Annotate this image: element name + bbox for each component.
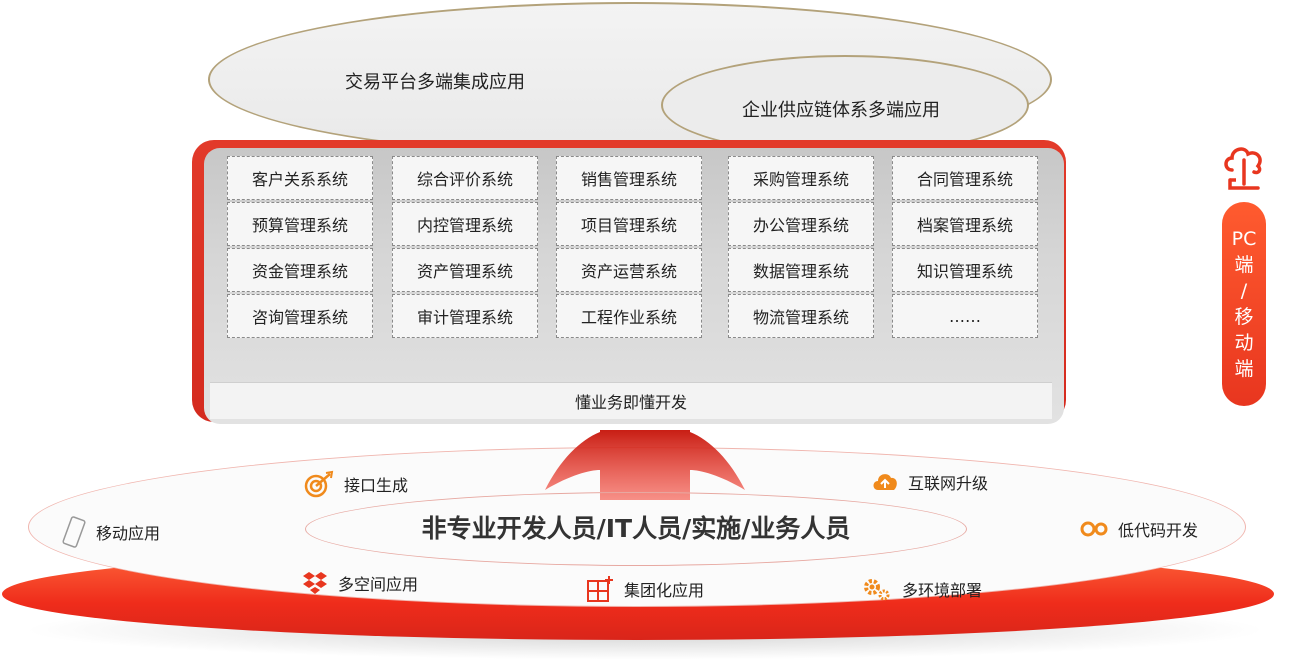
cogs-icon	[864, 579, 890, 601]
inner-app-ellipse	[661, 55, 1029, 155]
feature-group-label: 集团化应用	[624, 581, 705, 600]
feature-mobile-label: 移动应用	[96, 524, 161, 543]
phone-icon	[62, 516, 86, 548]
gears-icon	[1080, 521, 1108, 537]
pill-char: 端	[1234, 358, 1254, 380]
system-cell: 合同管理系统	[892, 156, 1038, 200]
feature-mobile: 移动应用	[62, 516, 160, 548]
feature-internet: 互联网升级	[872, 470, 988, 494]
pill-char: 移	[1234, 306, 1254, 328]
pc-mobile-pill: PC 端 / 移 动 端	[1222, 202, 1266, 406]
system-cell: ……	[892, 294, 1038, 338]
feature-group: 集团化应用	[586, 575, 704, 603]
dropbox-icon	[303, 572, 327, 594]
feature-interface: 接口生成	[302, 470, 408, 498]
center-ellipse	[305, 492, 967, 566]
feature-multienv-label: 多环境部署	[902, 581, 983, 600]
system-cell: 客户关系系统	[227, 156, 373, 200]
cloud-upload-icon	[873, 474, 897, 490]
system-cell: 销售管理系统	[556, 156, 702, 200]
pill-char: 端	[1234, 254, 1254, 276]
pill-char: /	[1240, 280, 1248, 302]
system-cell: 档案管理系统	[892, 202, 1038, 246]
system-column-5: 合同管理系统 档案管理系统 知识管理系统 ……	[892, 156, 1040, 340]
cloud-network-icon	[1224, 147, 1262, 190]
target-icon	[304, 470, 334, 498]
feature-internet-label: 互联网升级	[908, 474, 989, 493]
system-cell: 综合评价系统	[392, 156, 538, 200]
system-column-1: 客户关系系统 预算管理系统 资金管理系统 咨询管理系统	[227, 156, 375, 340]
system-cell: 审计管理系统	[392, 294, 538, 338]
feature-lowcode-label: 低代码开发	[1118, 521, 1199, 540]
system-cell: 知识管理系统	[892, 248, 1038, 292]
outer-app-label: 交易平台多端集成应用	[345, 72, 525, 93]
system-cell: 资金管理系统	[227, 248, 373, 292]
inner-app-label: 企业供应链体系多端应用	[742, 100, 940, 121]
system-cell: 资产管理系统	[392, 248, 538, 292]
feature-lowcode: 低代码开发	[1080, 517, 1198, 541]
up-arrow-icon	[545, 430, 745, 500]
platform-footer: 懂业务即懂开发	[210, 382, 1052, 419]
feature-interface-label: 接口生成	[344, 476, 409, 495]
system-column-3: 销售管理系统 项目管理系统 资产运营系统 工程作业系统	[556, 156, 704, 340]
system-cell: 采购管理系统	[728, 156, 874, 200]
feature-multispace-label: 多空间应用	[338, 575, 419, 594]
feature-multispace: 多空间应用	[302, 570, 418, 596]
pill-char: PC	[1231, 228, 1257, 250]
center-title: 非专业开发人员/IT人员/实施/业务人员	[421, 514, 851, 543]
grid-add-icon	[587, 576, 613, 602]
system-column-4: 采购管理系统 办公管理系统 数据管理系统 物流管理系统	[728, 156, 876, 340]
system-cell: 咨询管理系统	[227, 294, 373, 338]
system-cell: 工程作业系统	[556, 294, 702, 338]
system-cell: 项目管理系统	[556, 202, 702, 246]
system-cell: 内控管理系统	[392, 202, 538, 246]
system-cell: 预算管理系统	[227, 202, 373, 246]
system-cell: 办公管理系统	[728, 202, 874, 246]
system-cell: 物流管理系统	[728, 294, 874, 338]
pill-char: 动	[1234, 332, 1254, 354]
system-cell: 资产运营系统	[556, 248, 702, 292]
system-cell: 数据管理系统	[728, 248, 874, 292]
system-column-2: 综合评价系统 内控管理系统 资产管理系统 审计管理系统	[392, 156, 540, 340]
feature-multienv: 多环境部署	[862, 576, 982, 602]
